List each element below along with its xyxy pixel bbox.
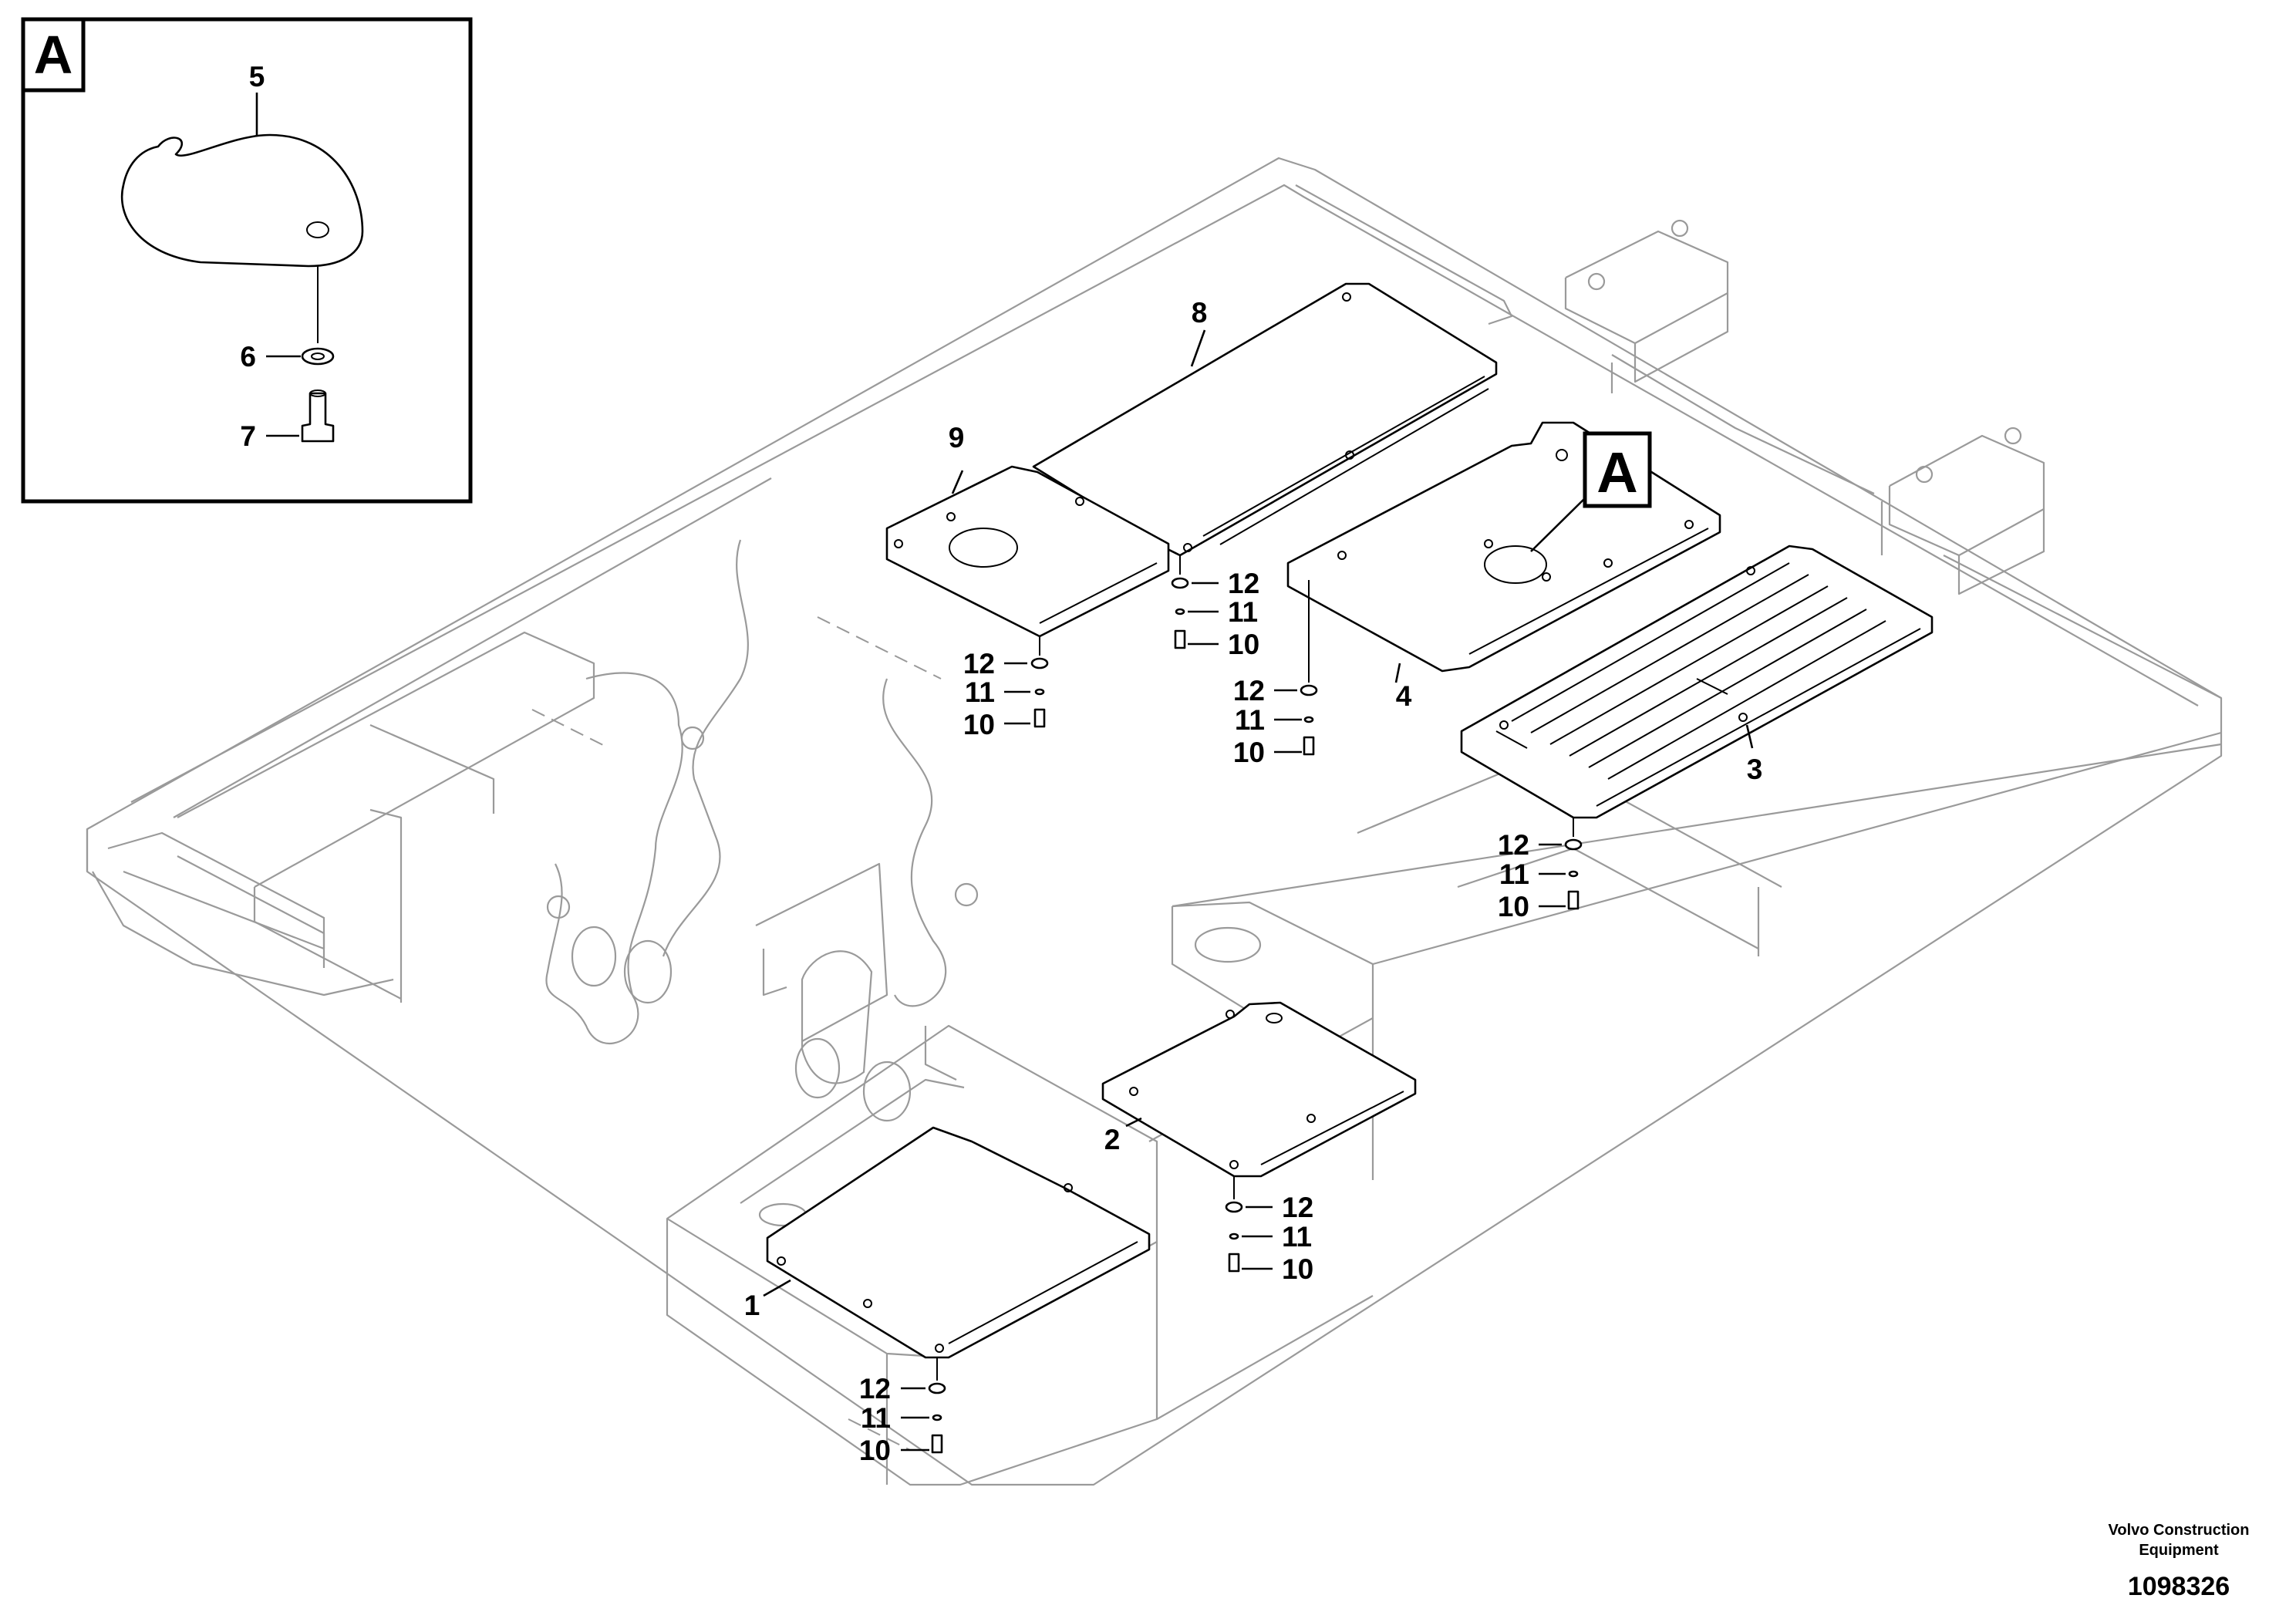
fastener-stack-f1: 12 11 10: [963, 636, 1049, 740]
leader-4: [1394, 663, 1401, 683]
part-2-plate: 2: [1101, 1001, 1417, 1178]
screw-7: [301, 392, 335, 443]
fastener-stack-f2: 12 11 10: [1171, 555, 1259, 660]
label-4: 4: [1396, 680, 1412, 712]
fastener-stack-f6: 12 11 10: [859, 1357, 946, 1466]
label-12: 12: [1233, 675, 1265, 706]
washer-6-hole: [311, 352, 325, 360]
fastener-stack-f4: 12 11 10: [1498, 818, 1583, 922]
washer-12: [1225, 1201, 1243, 1213]
label-5: 5: [249, 61, 265, 93]
grate-slots: [1495, 562, 1886, 780]
label-12: 12: [963, 648, 995, 679]
cover-plate-5: [120, 133, 364, 268]
label-12: 12: [1228, 568, 1259, 599]
washer-12: [1300, 684, 1318, 696]
footer-company-line1: Volvo Construction: [2109, 1522, 2250, 1539]
detail-tag-box: [21, 17, 86, 93]
lockwasher-11: [1229, 1233, 1239, 1240]
lockwasher-11: [1568, 870, 1579, 878]
detail-tag: A: [34, 25, 73, 85]
label-11: 11: [1282, 1221, 1312, 1253]
callout-a-leader: [1530, 497, 1586, 552]
drawing-number: 1098326: [2128, 1572, 2230, 1601]
label-10: 10: [1498, 891, 1529, 922]
label-8: 8: [1192, 297, 1208, 329]
washer-6: [301, 347, 335, 366]
label-10: 10: [963, 709, 995, 740]
lockwasher-11: [932, 1414, 942, 1421]
callout-a: A: [1530, 431, 1652, 552]
callout-a-box: [1583, 431, 1652, 508]
fastener-stack-f5: 12 11 10: [1225, 1176, 1313, 1285]
label-11: 11: [861, 1402, 891, 1434]
leader-8: [1190, 329, 1206, 367]
callout-a-tag: A: [1596, 440, 1637, 504]
washer-12: [1564, 838, 1583, 851]
footer-company-line2: Equipment: [2139, 1542, 2219, 1559]
detail-view-a: A 5 6 7: [21, 17, 473, 504]
plate-hole: [306, 221, 329, 238]
label-10: 10: [1282, 1253, 1313, 1285]
washer-12: [928, 1382, 946, 1394]
lockwasher-11: [1175, 608, 1185, 615]
part-1-plate: 1: [744, 1126, 1151, 1359]
fastener-stack-f3: 12 11 10: [1233, 580, 1318, 768]
detail-frame: [21, 17, 473, 504]
washer-12: [1171, 577, 1189, 589]
part-8-plate: 8: [1032, 282, 1498, 557]
screw-10: [1303, 736, 1315, 756]
screw-10: [1174, 629, 1186, 649]
label-12: 12: [859, 1373, 891, 1404]
screw-10: [1228, 1253, 1240, 1273]
label-10: 10: [1228, 629, 1259, 660]
label-12: 12: [1498, 829, 1529, 861]
screw-10: [1567, 890, 1580, 910]
part-4-hole: [1484, 545, 1547, 584]
label-12: 12: [1282, 1192, 1313, 1223]
leader-1: [763, 1279, 791, 1297]
label-2: 2: [1104, 1124, 1121, 1155]
label-3: 3: [1747, 754, 1763, 785]
washer-12: [1030, 657, 1049, 669]
leader-9: [951, 470, 964, 494]
lockwasher-11: [1034, 688, 1045, 696]
label-9: 9: [949, 422, 965, 454]
label-11: 11: [965, 676, 995, 708]
label-11: 11: [1228, 596, 1258, 628]
screw-10: [931, 1434, 943, 1454]
footer-block: Volvo Construction Equipment 1098326: [2109, 1522, 2250, 1601]
label-10: 10: [859, 1435, 891, 1466]
label-6: 6: [240, 341, 256, 373]
upper-frame-outline: [86, 157, 2223, 1486]
label-1: 1: [744, 1290, 760, 1321]
screw-7-tip: [309, 389, 326, 397]
part-3-grate: 3: [1460, 545, 1934, 819]
label-11: 11: [1235, 704, 1265, 736]
part-9-hole: [949, 528, 1018, 568]
label-11: 11: [1499, 858, 1529, 890]
screw-10: [1033, 708, 1046, 728]
leader-2: [1125, 1117, 1142, 1128]
part-9-plate: 9: [885, 422, 1170, 638]
leader-3: [1745, 724, 1754, 749]
label-10: 10: [1233, 737, 1265, 768]
lockwasher-11: [1303, 716, 1314, 723]
label-7: 7: [240, 420, 256, 452]
